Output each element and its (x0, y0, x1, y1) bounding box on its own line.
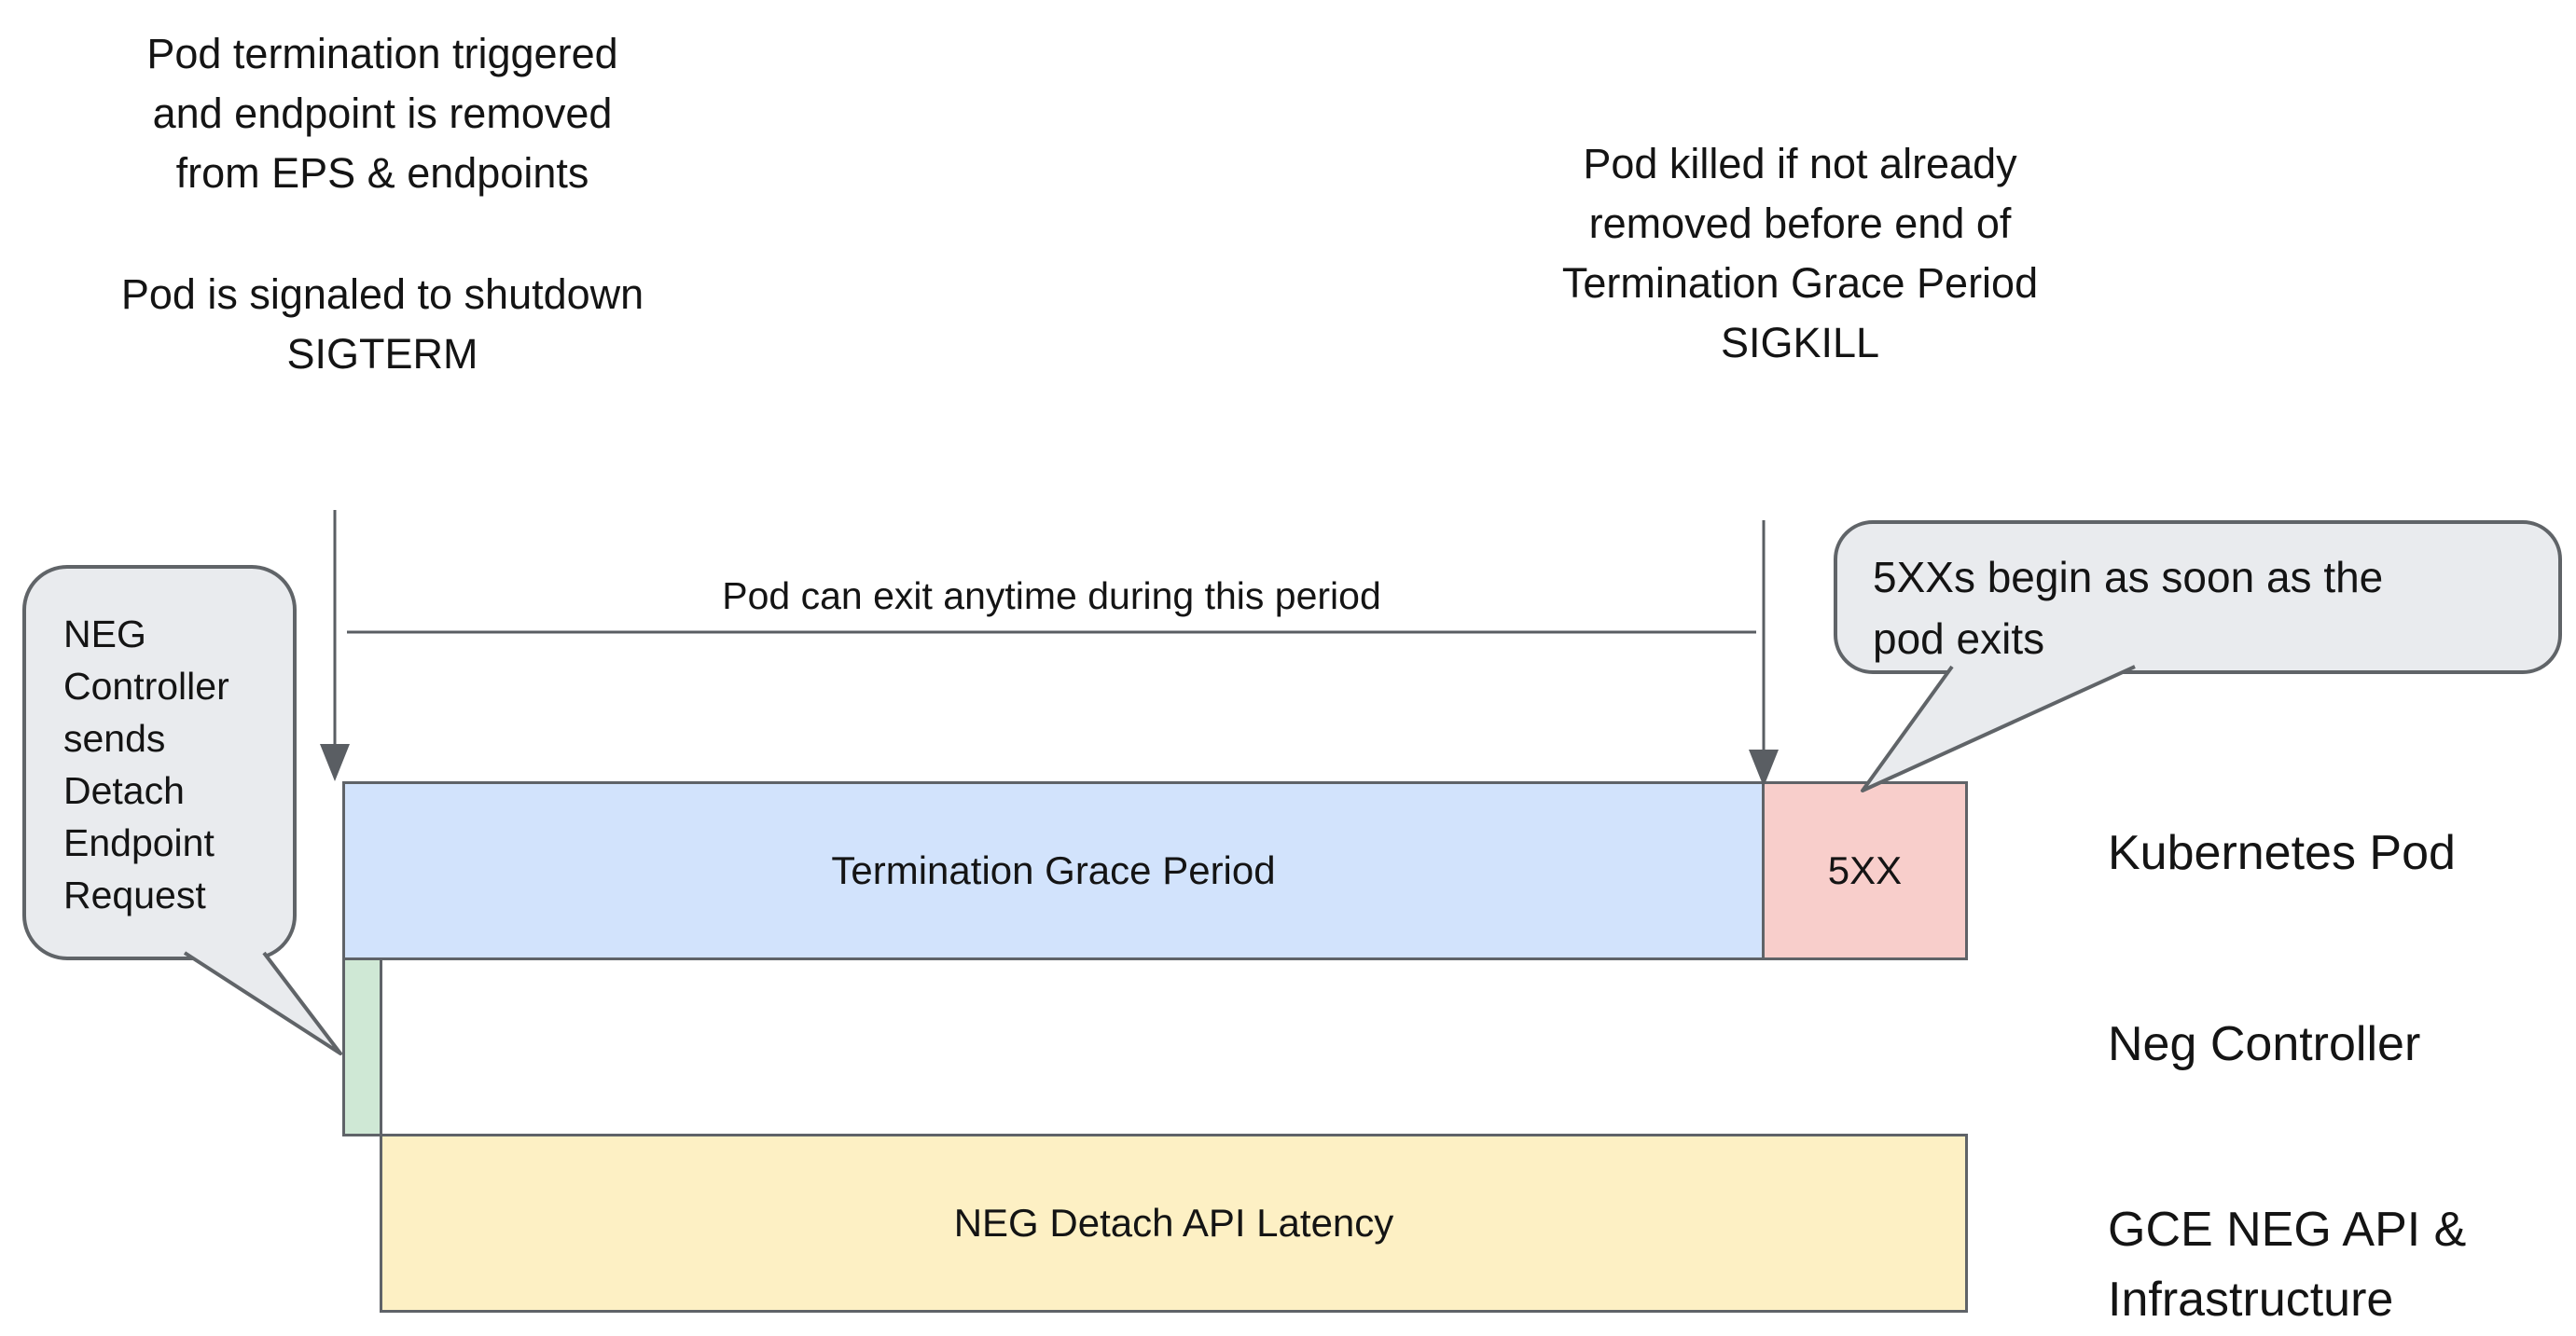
pod-termination-note: Pod termination triggered and endpoint i… (146, 30, 618, 197)
five-xx-bar: 5XX (1762, 781, 1968, 960)
five-xx-label: 5XX (1827, 848, 1903, 892)
neg-detach-api-latency-bar: NEG Detach API Latency (380, 1134, 1968, 1313)
lane-label-kubernetes-pod: Kubernetes Pod (2108, 826, 2456, 880)
five-xx-bubble-tail (1861, 665, 2136, 792)
five-xx-callout-bubble: 5XXs begin as soon as the pod exits (1834, 520, 2562, 674)
exit-period-label: Pod can exit anytime during this period (722, 574, 1381, 617)
termination-grace-period-label: Termination Grace Period (831, 848, 1276, 892)
lane-label-neg-controller: Neg Controller (2108, 1017, 2421, 1071)
pod-killed-note: Pod killed if not already removed before… (1561, 140, 2039, 366)
neg-detach-api-latency-label: NEG Detach API Latency (953, 1201, 1394, 1245)
lane-label-gce-neg-api: GCE NEG API & Infrastructure (2108, 1203, 2467, 1327)
pod-signaled-note: Pod is signaled to shutdown SIGTERM (120, 270, 644, 378)
neg-controller-callout-bubble: NEG Controller sends Detach Endpoint Req… (22, 565, 297, 960)
neg-controller-detach-bar (342, 957, 382, 1136)
termination-grace-period-bar: Termination Grace Period (342, 781, 1765, 960)
neg-bubble-tail (183, 951, 342, 1055)
sigterm-arrowhead-icon (320, 744, 350, 781)
